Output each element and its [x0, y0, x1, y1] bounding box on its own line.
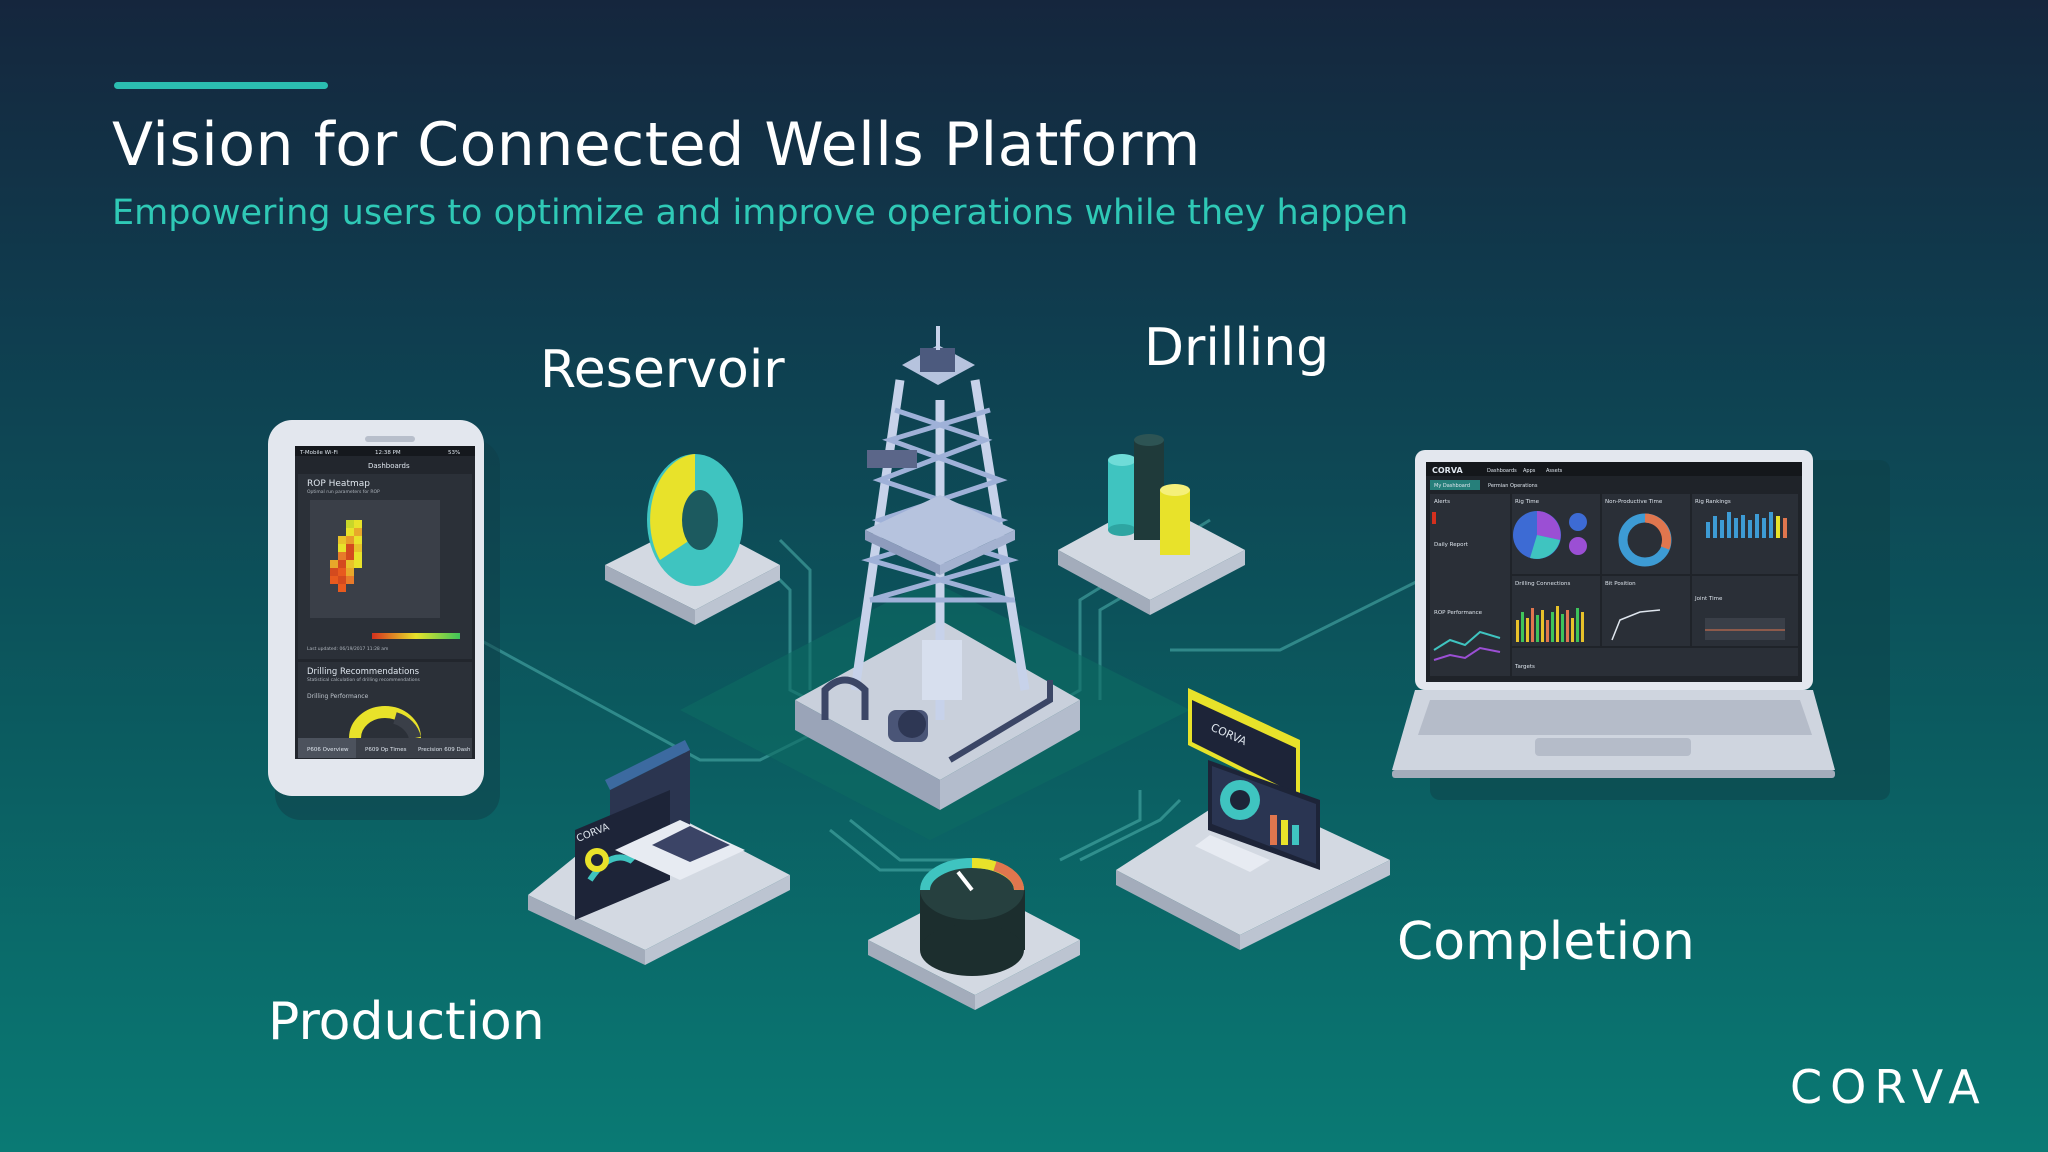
laptop-nav-0[interactable]: Dashboards	[1487, 468, 1517, 474]
laptop-panel-4: Daily Report	[1434, 542, 1469, 548]
bar-cylinders-icon	[1058, 434, 1245, 615]
phone-tab-0[interactable]: P606 Overview	[307, 747, 349, 753]
donut-chart-icon	[605, 454, 780, 625]
laptop-panel-9: Targets	[1514, 664, 1535, 670]
laptop-brand: CORVA	[1432, 466, 1463, 475]
derrick-illustration	[795, 326, 1080, 810]
label-reservoir: Reservoir	[540, 340, 785, 400]
laptop-tab-1[interactable]: Permian Operations	[1488, 483, 1538, 489]
phone-status-left: T-Mobile Wi-Fi	[299, 450, 338, 456]
phone-card2-title: Drilling Recommendations	[307, 667, 420, 677]
phone-card2-subtitle: Statistical calculation of drilling reco…	[307, 677, 421, 683]
laptop-panel-6: Bit Position	[1605, 581, 1636, 587]
corva-logo: CORVA	[1790, 1060, 1988, 1114]
gauge-icon	[868, 858, 1080, 1010]
laptop-panel-0: Alerts	[1434, 499, 1450, 505]
laptop-tab-0[interactable]: My Dashboard	[1434, 483, 1470, 489]
phone-status-time: 12:38 PM	[375, 450, 401, 456]
label-drilling: Drilling	[1144, 318, 1330, 378]
production-platform: CORVA	[528, 740, 790, 965]
page-subtitle: Empowering users to optimize and improve…	[112, 193, 1409, 233]
laptop-panel-2: Non-Productive Time	[1605, 499, 1663, 505]
label-production: Production	[268, 992, 545, 1052]
phone-illustration: T-Mobile Wi-Fi 12:38 PM 53% Dashboards R…	[268, 420, 500, 820]
laptop-panel-3: Rig Rankings	[1695, 499, 1731, 505]
phone-card1-subtitle: Optimal run parameters for ROP	[307, 489, 380, 495]
phone-card2-section: Drilling Performance	[307, 693, 369, 700]
phone-tab-2[interactable]: Precision 609 Dash	[418, 747, 471, 753]
monitor-stand-icon: CORVA	[1116, 688, 1390, 950]
laptop-illustration: CORVA Dashboards Apps Assets My Dashboar…	[1392, 450, 1890, 800]
laptop-panel-5: Drilling Connections	[1515, 581, 1570, 587]
phone-card1-title: ROP Heatmap	[307, 479, 370, 489]
heatmap-cells	[330, 520, 362, 592]
label-completion: Completion	[1397, 912, 1695, 972]
laptop-panel-7: Joint Time	[1694, 596, 1723, 602]
laptop-nav-1[interactable]: Apps	[1523, 468, 1536, 474]
laptop-connection-bars	[1516, 606, 1584, 642]
phone-status-right: 53%	[448, 450, 460, 456]
page-title: Vision for Connected Wells Platform	[112, 110, 1201, 180]
laptop-panel-1: Rig Time	[1515, 499, 1540, 505]
phone-header: Dashboards	[368, 462, 410, 470]
phone-tab-1[interactable]: P609 Op Times	[365, 747, 407, 753]
laptop-nav-2[interactable]: Assets	[1546, 468, 1563, 474]
phone-card1-footer: Last updated: 06/19/2017 11:28 am	[307, 646, 388, 652]
accent-bar	[114, 82, 328, 89]
laptop-panel-8: ROP Performance	[1434, 610, 1483, 616]
